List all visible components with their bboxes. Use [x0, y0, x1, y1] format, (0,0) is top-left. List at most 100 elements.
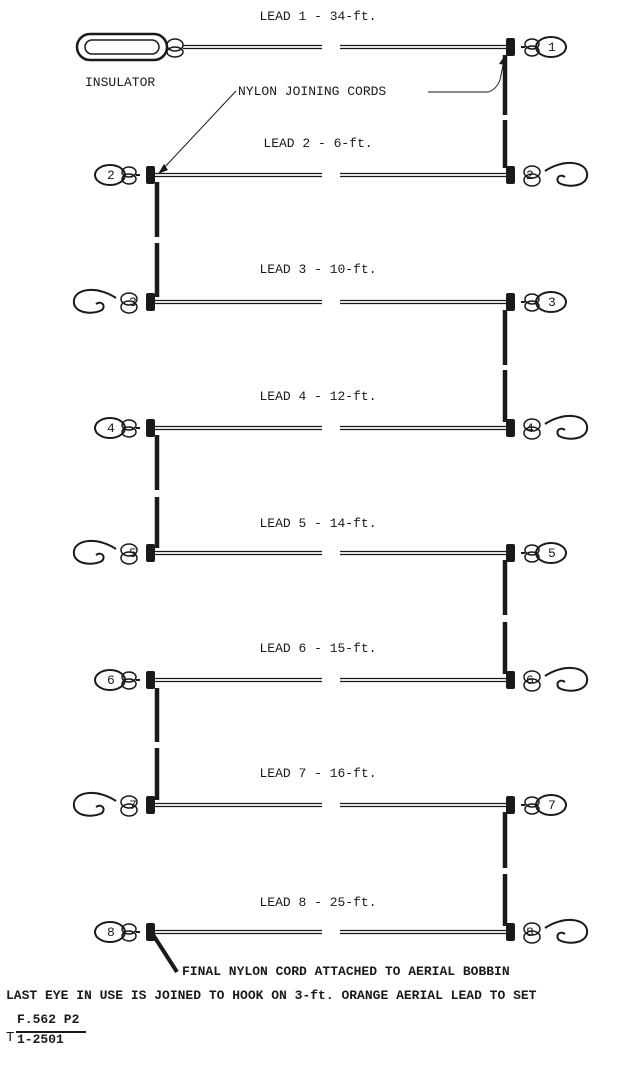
lead-row: LEAD 5 - 14-ft. 5 5 — [72, 516, 567, 565]
arrowhead-right — [499, 55, 507, 65]
cord-clamp — [506, 671, 515, 689]
lead-label: LEAD 5 - 14-ft. — [259, 516, 376, 531]
lead-label: LEAD 8 - 25-ft. — [259, 895, 376, 910]
reference-prefix: T — [6, 1030, 15, 1046]
hook-terminal — [544, 919, 589, 944]
hook-terminal — [72, 289, 117, 314]
cord-clamp — [146, 671, 155, 689]
knot-loop — [121, 426, 137, 438]
knot-loop — [524, 796, 540, 808]
lead-row: LEAD 1 - 34-ft. 1 — [75, 9, 567, 62]
hook-terminal — [72, 792, 117, 817]
knot-loop — [524, 38, 540, 50]
cord-clamp — [506, 419, 515, 437]
hook-terminal — [72, 540, 117, 565]
lead-row: LEAD 7 - 16-ft. 7 7 — [72, 766, 567, 817]
knot-loop — [120, 795, 138, 809]
knot-loop — [523, 678, 541, 692]
cord-clamp — [506, 923, 515, 941]
knot-loop — [524, 551, 540, 563]
hook-terminal — [544, 415, 589, 440]
eye-number: 4 — [107, 421, 115, 436]
insulator-label: INSULATOR — [85, 75, 155, 90]
final-cord-label: FINAL NYLON CORD ATTACHED TO AERIAL BOBB… — [182, 964, 510, 979]
lead-row: LEAD 6 - 15-ft. 6 6 — [94, 641, 589, 692]
cord-clamp — [146, 419, 155, 437]
eye-number: 6 — [107, 673, 115, 688]
cord-clamp — [506, 38, 515, 56]
knot-loop — [524, 300, 540, 312]
insulator-outer — [75, 32, 169, 62]
eye-number: 7 — [548, 798, 556, 813]
cord-clamp — [506, 544, 515, 562]
knot-loop — [524, 544, 540, 556]
reference-numerator: F.562 P2 — [17, 1012, 80, 1027]
knot-loop — [120, 300, 138, 314]
reference-denominator: 1-2501 — [17, 1032, 64, 1047]
lead-row: LEAD 3 - 10-ft. 3 3 — [72, 262, 567, 314]
knot-loop — [121, 930, 137, 942]
reference-fraction-bar — [16, 1031, 86, 1033]
knot-loop — [524, 45, 540, 57]
knot-loop — [524, 803, 540, 815]
cord-clamp — [146, 293, 155, 311]
knot-loop — [523, 426, 541, 440]
arrow-to-lead1-cord — [428, 59, 505, 93]
lead-label: LEAD 6 - 15-ft. — [259, 641, 376, 656]
lead-row: LEAD 4 - 12-ft. 4 4 — [94, 389, 589, 440]
arrow-to-lead2-cord — [161, 90, 237, 171]
cord-clamp — [146, 166, 155, 184]
hook-number: 2 — [526, 168, 534, 183]
cord-clamp — [146, 544, 155, 562]
cord-clamp — [506, 293, 515, 311]
lead-label: LEAD 3 - 10-ft. — [259, 262, 376, 277]
nylon-cords-pointer-arrows — [158, 55, 507, 174]
nylon-cords-label: NYLON JOINING CORDS — [238, 84, 386, 99]
knot-loop — [121, 173, 137, 185]
knot-loop — [120, 292, 138, 306]
cord-clamp — [506, 796, 515, 814]
eye-number: 1 — [548, 40, 556, 55]
hook-number: 7 — [129, 798, 137, 813]
knot-loop — [121, 671, 137, 683]
lead-row: LEAD 8 - 25-ft. 8 8 — [94, 895, 589, 944]
knot-loop — [524, 293, 540, 305]
knot-loop — [523, 418, 541, 432]
hook-terminal — [544, 667, 589, 692]
eye-number: 8 — [107, 925, 115, 940]
knot-loop — [121, 166, 137, 178]
hook-number: 5 — [129, 546, 137, 561]
cord-clamp — [146, 796, 155, 814]
hook-terminal — [544, 162, 589, 187]
knot-loop — [523, 173, 541, 187]
hook-number: 6 — [526, 673, 534, 688]
knot-loop — [523, 670, 541, 684]
hook-number: 8 — [526, 925, 534, 940]
knot-loop — [523, 922, 541, 936]
knot-loop — [120, 803, 138, 817]
eye-number: 2 — [107, 168, 115, 183]
last-eye-note: LAST EYE IN USE IS JOINED TO HOOK ON 3-f… — [6, 988, 537, 1003]
knot-loop — [120, 543, 138, 557]
insulator-inner — [84, 39, 160, 55]
eye-number: 3 — [548, 295, 556, 310]
lead-label: LEAD 1 - 34-ft. — [259, 9, 376, 24]
lead-label: LEAD 4 - 12-ft. — [259, 389, 376, 404]
knot-loop — [121, 678, 137, 690]
hook-number: 4 — [526, 421, 534, 436]
knot-loop — [166, 38, 184, 52]
knot-loop — [166, 46, 184, 58]
hook-number: 3 — [129, 295, 137, 310]
cord-clamp — [506, 166, 515, 184]
knot-loop — [120, 551, 138, 565]
knot-loop — [523, 165, 541, 179]
final-nylon-cord — [148, 928, 179, 974]
arrowhead-left — [158, 164, 168, 174]
knot-loop — [121, 923, 137, 935]
knot-loop — [523, 930, 541, 944]
lead-label: LEAD 7 - 16-ft. — [259, 766, 376, 781]
knot-loop — [121, 419, 137, 431]
eye-number: 5 — [548, 546, 556, 561]
